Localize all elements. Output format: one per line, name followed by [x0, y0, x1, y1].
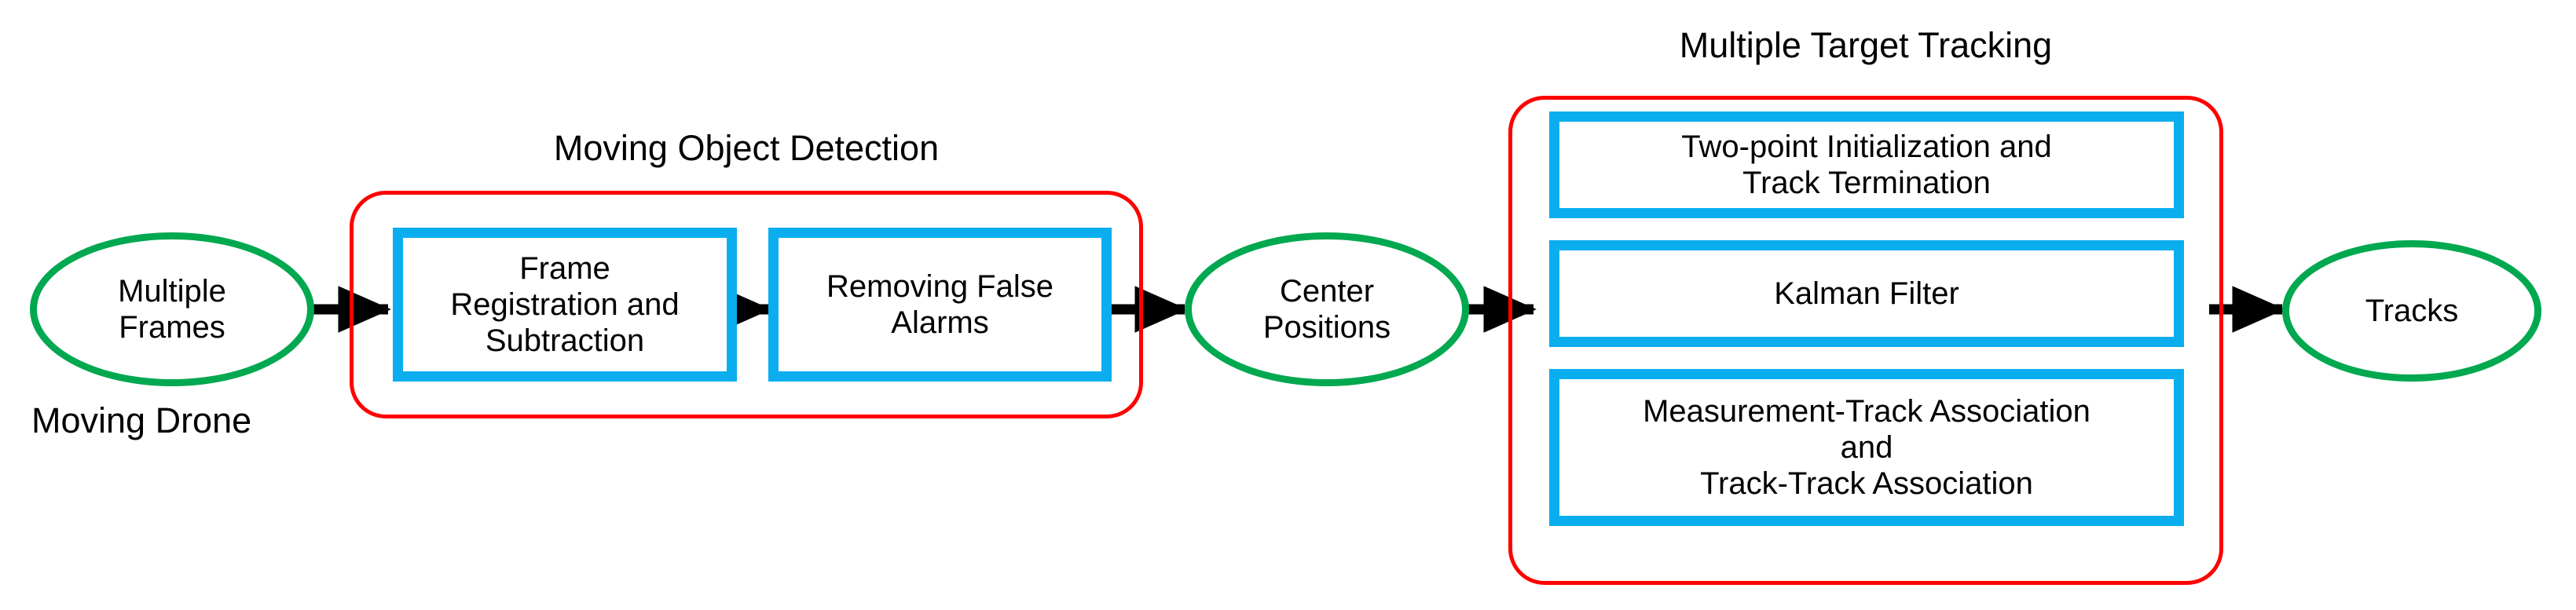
ellipse-center-positions[interactable]: Center Positions [1185, 232, 1469, 386]
ellipse-multiple-frames[interactable]: Multiple Frames [30, 232, 314, 386]
process-box-kalman-filter[interactable]: Kalman Filter [1549, 240, 2184, 347]
process-box-kalman-filter-label: Kalman Filter [1774, 276, 1959, 311]
ellipse-tracks-label: Tracks [2365, 294, 2459, 328]
process-box-association-label: Measurement-Track Association and Track-… [1643, 394, 2090, 501]
process-box-removing-false-alarms[interactable]: Removing False Alarms [768, 228, 1112, 382]
process-box-removing-false-alarms-label: Removing False Alarms [826, 269, 1053, 340]
ellipse-tracks[interactable]: Tracks [2282, 240, 2541, 382]
group-title-moving-object-detection: Moving Object Detection [553, 128, 940, 168]
process-box-association[interactable]: Measurement-Track Association and Track-… [1549, 369, 2184, 526]
process-box-frame-registration[interactable]: Frame Registration and Subtraction [393, 228, 737, 382]
process-box-frame-registration-label: Frame Registration and Subtraction [450, 251, 680, 358]
group-box-multiple-target-tracking [1508, 96, 2223, 585]
process-box-two-point-initialization-label: Two-point Initialization and Track Termi… [1681, 130, 2052, 200]
group-box-moving-object-detection [350, 191, 1143, 418]
process-box-two-point-initialization[interactable]: Two-point Initialization and Track Termi… [1549, 111, 2184, 218]
ellipse-multiple-frames-label: Multiple Frames [118, 274, 226, 345]
ellipse-center-positions-label: Center Positions [1262, 274, 1391, 345]
caption-moving-drone: Moving Drone [31, 400, 252, 440]
group-title-multiple-target-tracking: Multiple Target Tracking [1679, 25, 2053, 65]
